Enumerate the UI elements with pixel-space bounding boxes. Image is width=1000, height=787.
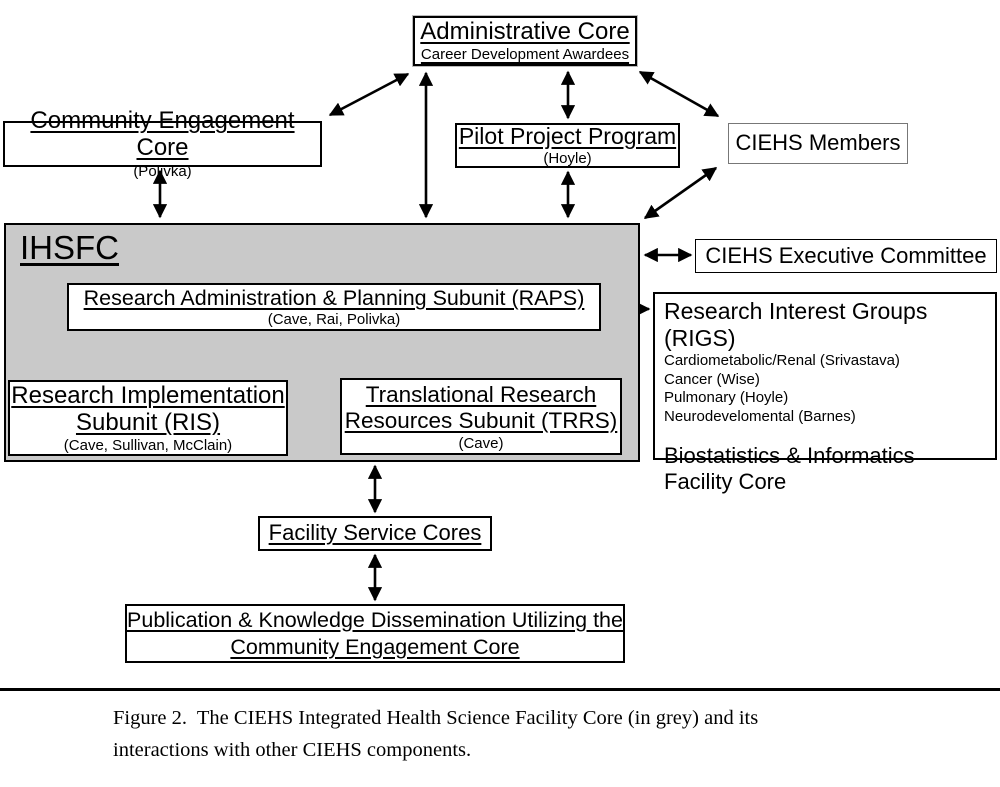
arrow-admin-members <box>638 70 720 118</box>
ciehs-members-title: CIEHS Members <box>735 130 901 156</box>
pilot-project-program-subtitle: (Hoyle) <box>543 150 592 168</box>
community-engagement-core-title: Community Engagement Core <box>30 107 295 161</box>
rigs-group-pulmonary: Pulmonary (Hoyle) <box>664 389 789 406</box>
figure-caption: Figure 2. The CIEHS Integrated Health Sc… <box>113 702 773 766</box>
rigs-group-neurodevelomental: Neurodevelomental (Barnes) <box>664 407 856 425</box>
box-research-interest-groups: Research Interest Groups (RIGS) Cardiome… <box>653 292 997 494</box>
arrow-members-ihsfc <box>643 166 718 220</box>
rigs-group-cancer: Cancer (Wise) <box>664 370 760 388</box>
box-community-engagement-core: Community Engagement Core (Polivka) <box>3 107 322 180</box>
figure-caption-line2: interactions with other CIEHS components… <box>113 739 472 761</box>
ciehs-executive-committee-title: CIEHS Executive Committee <box>705 242 987 268</box>
rigs-footer-biostatistics: Biostatistics & Informatics Facility Cor… <box>664 443 915 494</box>
facility-service-cores-title: Facility Service Cores <box>268 520 482 546</box>
trrs-subtitle: (Cave) <box>458 434 504 452</box>
community-engagement-core-subtitle: (Polivka) <box>133 162 192 180</box>
ris-title: Research Implementation Subunit (RIS) <box>11 382 285 436</box>
box-raps: Research Administration & Planning Subun… <box>67 283 601 331</box>
raps-title: Research Administration & Planning Subun… <box>83 285 585 310</box>
trrs-title: Translational Research Resources Subunit… <box>344 381 618 433</box>
box-facility-service-cores: Facility Service Cores <box>258 516 492 551</box>
box-ris: Research Implementation Subunit (RIS) (C… <box>8 380 288 456</box>
box-publication-dissemination: Publication & Knowledge Dissemination Ut… <box>125 604 625 663</box>
box-ciehs-executive-committee: CIEHS Executive Committee <box>695 239 997 273</box>
box-pilot-project-program: Pilot Project Program (Hoyle) <box>455 123 680 168</box>
caption-divider <box>0 688 1000 691</box>
arrow-admin-community <box>328 72 410 117</box>
box-trrs: Translational Research Resources Subunit… <box>340 378 622 455</box>
rigs-group-cardiometabolic: Cardiometabolic/Renal (Srivastava) <box>664 352 900 369</box>
pilot-project-program-title: Pilot Project Program <box>458 122 677 149</box>
ris-subtitle: (Cave, Sullivan, McClain) <box>63 437 233 454</box>
figure-caption-line1: Figure 2. The CIEHS Integrated Health Sc… <box>113 707 759 729</box>
administrative-core-title: Administrative Core <box>420 17 630 45</box>
box-ciehs-members: CIEHS Members <box>728 123 908 164</box>
administrative-core-subtitle: Career Development Awardees <box>420 46 630 64</box>
ihsfc-label: IHSFC <box>20 229 119 266</box>
raps-subtitle: (Cave, Rai, Polivka) <box>267 311 401 329</box>
box-administrative-core: Administrative Core Career Development A… <box>413 16 637 66</box>
rigs-title: Research Interest Groups (RIGS) <box>664 298 928 351</box>
publication-dissemination-title: Publication & Knowledge Dissemination Ut… <box>127 607 623 659</box>
